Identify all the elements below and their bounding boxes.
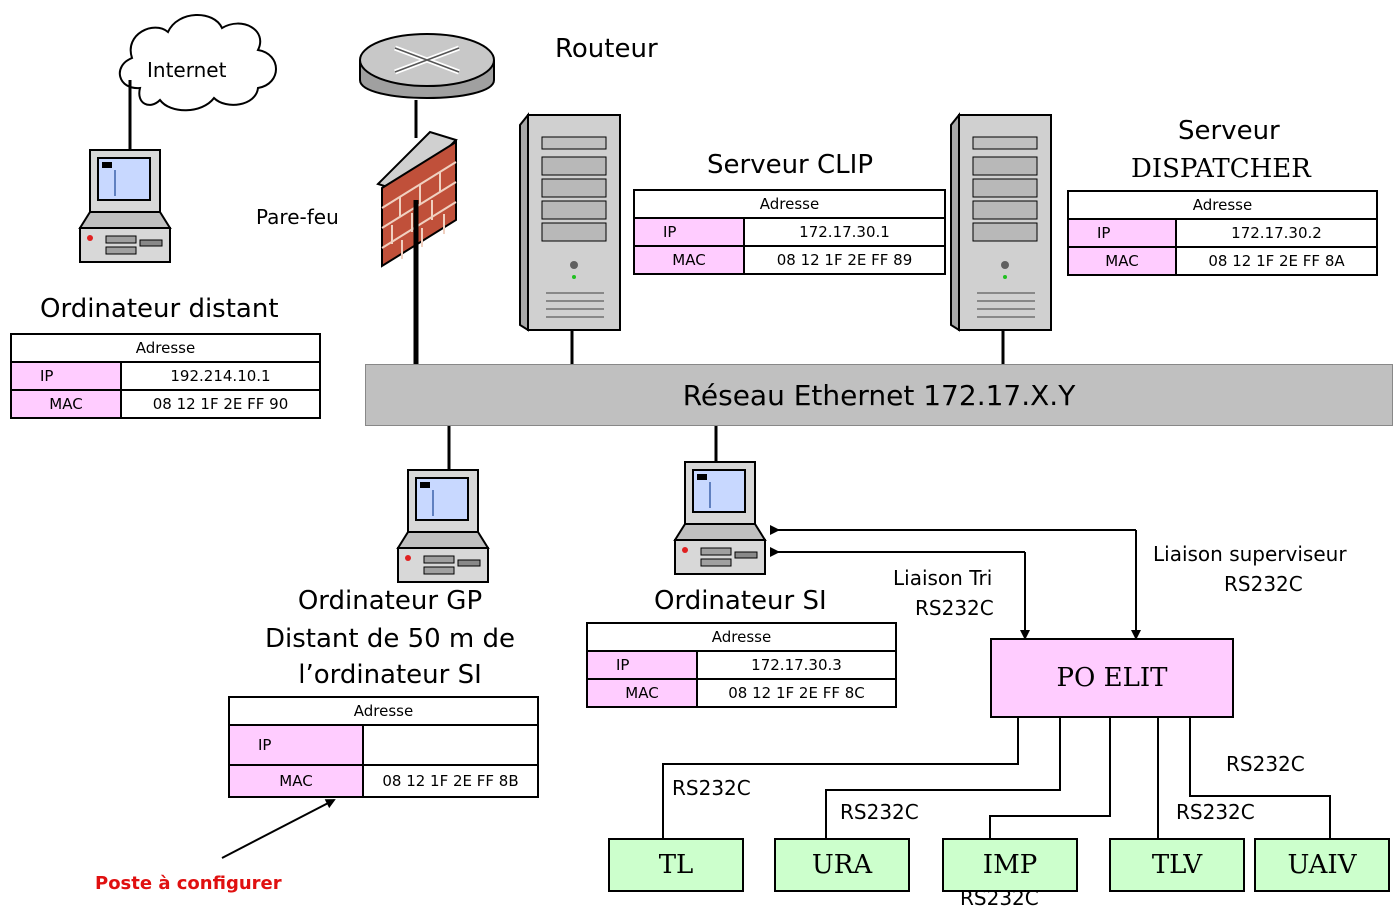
device-imp: IMP bbox=[942, 838, 1078, 892]
mac-value: 08 12 1F 2E FF 8A bbox=[1175, 246, 1378, 276]
internet-label: Internet bbox=[147, 58, 227, 82]
dispatcher-address-table: Adresse IP 172.17.30.2 MAC 08 12 1F 2E F… bbox=[1067, 190, 1378, 276]
mac-label: MAC bbox=[633, 245, 745, 275]
gp-computer-title-3: l’ordinateur SI bbox=[298, 660, 482, 690]
dispatcher-server-title-2: DISPATCHER bbox=[1131, 154, 1311, 184]
rs232-label-tlv: RS232C bbox=[1176, 800, 1255, 824]
liaison-sup-label-2: RS232C bbox=[1224, 572, 1303, 596]
address-header: Adresse bbox=[228, 696, 539, 726]
dispatcher-server-icon bbox=[950, 114, 1052, 331]
ethernet-label: Réseau Ethernet 172.17.X.Y bbox=[682, 378, 1076, 412]
rs232-label-ura: RS232C bbox=[840, 800, 919, 824]
router-icon bbox=[359, 33, 495, 99]
ip-value: 192.214.10.1 bbox=[120, 361, 321, 391]
poste-configurer-label: Poste à configurer bbox=[95, 873, 282, 894]
device-uaiv: UAIV bbox=[1254, 838, 1390, 892]
device-imp-label: IMP bbox=[982, 850, 1038, 880]
ip-value: 172.17.30.1 bbox=[743, 217, 946, 247]
ip-label: IP bbox=[633, 217, 745, 247]
gp-computer-title-2: Distant de 50 m de bbox=[264, 624, 516, 654]
mac-label: MAC bbox=[1067, 246, 1177, 276]
address-header: Adresse bbox=[10, 333, 321, 363]
device-uaiv-label: UAIV bbox=[1287, 850, 1357, 880]
address-header: Adresse bbox=[633, 189, 946, 219]
ip-label: IP bbox=[10, 361, 122, 391]
gp-computer-icon bbox=[397, 469, 489, 583]
ip-value: 172.17.30.3 bbox=[696, 650, 897, 680]
ip-value[interactable] bbox=[362, 724, 539, 766]
remote-computer-icon bbox=[79, 149, 171, 263]
po-elit-box: PO ELIT bbox=[990, 638, 1234, 718]
si-computer-icon bbox=[674, 461, 766, 575]
remote-address-table: Adresse IP 192.214.10.1 MAC 08 12 1F 2E … bbox=[10, 333, 321, 419]
clip-address-table: Adresse IP 172.17.30.1 MAC 08 12 1F 2E F… bbox=[633, 189, 946, 275]
ip-value: 172.17.30.2 bbox=[1175, 218, 1378, 248]
gp-address-table: Adresse IP MAC 08 12 1F 2E FF 8B bbox=[228, 696, 539, 798]
rs232-label-uaiv: RS232C bbox=[1226, 752, 1305, 776]
device-tlv: TLV bbox=[1109, 838, 1245, 892]
gp-computer-title-1: Ordinateur GP bbox=[297, 586, 483, 616]
dispatcher-server-title-1: Serveur bbox=[1178, 116, 1280, 146]
mac-value: 08 12 1F 2E FF 8B bbox=[362, 764, 539, 798]
remote-computer-title: Ordinateur distant bbox=[40, 294, 279, 324]
ip-label: IP bbox=[586, 650, 698, 680]
po-elit-label: PO ELIT bbox=[1056, 663, 1168, 693]
liaison-tri-label-2: RS232C bbox=[915, 596, 994, 620]
ethernet-bus: Réseau Ethernet 172.17.X.Y bbox=[365, 364, 1393, 426]
mac-value: 08 12 1F 2E FF 90 bbox=[120, 389, 321, 419]
ip-label: IP bbox=[1067, 218, 1177, 248]
device-ura: URA bbox=[774, 838, 910, 892]
mac-label: MAC bbox=[586, 678, 698, 708]
mac-label: MAC bbox=[10, 389, 122, 419]
device-tl: TL bbox=[608, 838, 744, 892]
device-tl-label: TL bbox=[658, 850, 694, 880]
clip-server-icon bbox=[519, 114, 621, 331]
mac-label: MAC bbox=[228, 764, 364, 798]
liaison-tri-label-1: Liaison Tri bbox=[893, 566, 993, 590]
si-address-table: Adresse IP 172.17.30.3 MAC 08 12 1F 2E F… bbox=[586, 622, 897, 708]
rs232-label-tl: RS232C bbox=[672, 776, 751, 800]
address-header: Adresse bbox=[586, 622, 897, 652]
si-computer-title: Ordinateur SI bbox=[654, 586, 827, 616]
device-tlv-label: TLV bbox=[1151, 850, 1203, 880]
ip-label: IP bbox=[228, 724, 364, 766]
cloud-icon bbox=[118, 14, 277, 112]
clip-server-title: Serveur CLIP bbox=[707, 150, 873, 180]
firewall-label: Pare-feu bbox=[256, 205, 339, 229]
firewall-icon bbox=[376, 130, 458, 268]
address-header: Adresse bbox=[1067, 190, 1378, 220]
liaison-sup-label-1: Liaison superviseur bbox=[1153, 542, 1347, 566]
device-ura-label: URA bbox=[811, 850, 873, 880]
mac-value: 08 12 1F 2E FF 8C bbox=[696, 678, 897, 708]
router-label: Routeur bbox=[555, 34, 658, 64]
mac-value: 08 12 1F 2E FF 89 bbox=[743, 245, 946, 275]
